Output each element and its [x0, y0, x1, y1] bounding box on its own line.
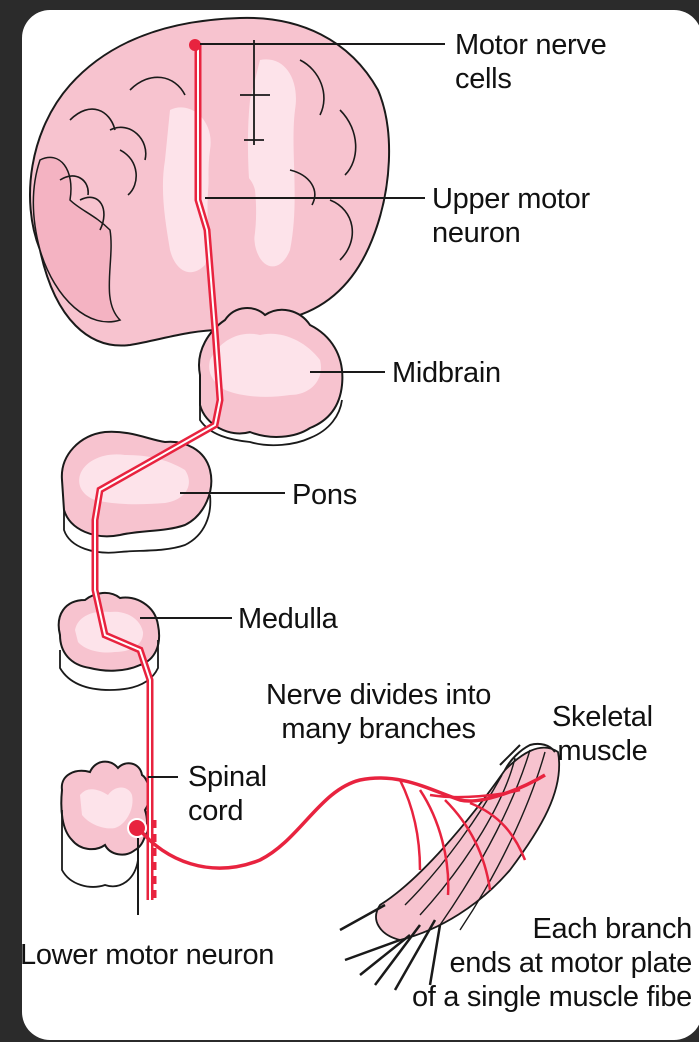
label-lower-motor-neuron: Lower motor neuron	[20, 939, 275, 971]
midbrain-section	[198, 307, 344, 447]
label-medulla: Medulla	[238, 603, 338, 635]
label-spinal-cord: Spinal cord	[188, 761, 267, 827]
spinal-cord-section	[60, 760, 151, 888]
label-midbrain: Midbrain	[392, 357, 501, 389]
medulla-section	[57, 592, 160, 691]
lower-motor-neuron-path	[127, 773, 546, 915]
skeletal-muscle	[339, 742, 560, 991]
label-pons: Pons	[292, 479, 357, 511]
upper-motor-neuron-path	[91, 39, 224, 900]
label-each-branch: Each branch ends at motor plate of a sin…	[411, 913, 692, 1013]
label-motor-nerve-cells: Motor nerve cells	[455, 29, 607, 95]
brain	[29, 16, 391, 347]
label-skeletal-muscle: Skeletal muscle	[552, 701, 653, 767]
label-nerve-divides: Nerve divides into many branches	[266, 679, 492, 745]
label-upper-motor-neuron: Upper motor neuron	[432, 183, 590, 249]
leader-lines	[140, 43, 521, 778]
